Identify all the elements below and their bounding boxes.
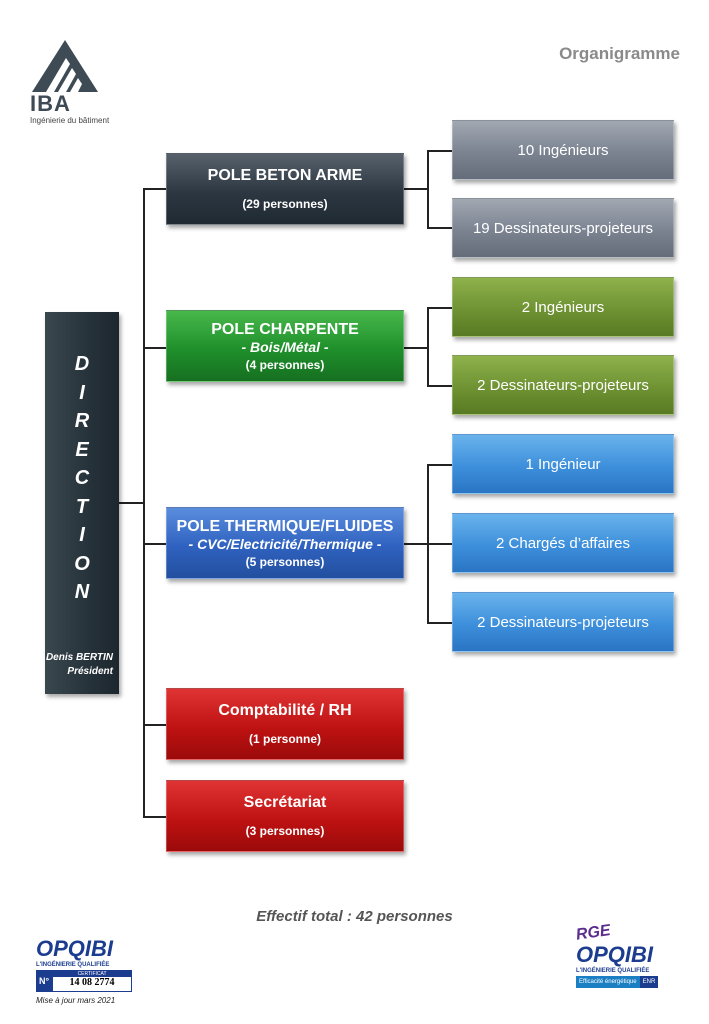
team-box: 10 Ingénieurs bbox=[452, 120, 674, 180]
director-role: Président bbox=[67, 666, 113, 677]
rge-badge: Efficacité énergétique bbox=[576, 976, 640, 988]
total-headcount: Effectif total : 42 personnes bbox=[256, 908, 453, 925]
connector bbox=[404, 347, 428, 349]
connector bbox=[427, 307, 429, 386]
pole-count: (3 personnes) bbox=[245, 824, 325, 838]
connector bbox=[404, 188, 428, 190]
page-title: Organigramme bbox=[559, 44, 680, 63]
connector bbox=[427, 622, 452, 624]
team-label: 2 Chargés d’affaires bbox=[496, 534, 630, 552]
team-box: 1 Ingénieur bbox=[452, 434, 674, 494]
pole-title: Secrétariat bbox=[243, 794, 327, 811]
connector bbox=[427, 464, 452, 466]
team-label: 1 Ingénieur bbox=[525, 455, 601, 473]
direction-letter: T bbox=[75, 495, 89, 518]
connector bbox=[119, 502, 144, 504]
opqibi-tagline: L'INGÉNIERIE QUALIFIÉE bbox=[576, 968, 650, 974]
direction-box: D I R E C T I O N Denis BERTIN Président bbox=[45, 312, 119, 694]
direction-letter: C bbox=[74, 467, 90, 489]
connector bbox=[427, 543, 452, 545]
team-box: 2 Ingénieurs bbox=[452, 277, 674, 337]
pole-title: POLE BETON ARME bbox=[207, 167, 363, 184]
team-box: 19 Dessinateurs-projeteurs bbox=[452, 198, 674, 258]
direction-letter: I bbox=[79, 381, 85, 404]
connector bbox=[143, 188, 166, 190]
cert-label: CERTIFICAT bbox=[53, 971, 131, 977]
direction-letter: D bbox=[74, 353, 90, 375]
rge-badge-enr: ENR bbox=[639, 976, 659, 988]
pole-count: (5 personnes) bbox=[245, 554, 325, 569]
pole-title: POLE CHARPENTE bbox=[211, 320, 359, 338]
team-label: 2 Ingénieurs bbox=[521, 298, 605, 316]
cert-number-label: N° bbox=[36, 970, 53, 992]
update-date: Mise à jour mars 2021 bbox=[36, 996, 116, 1005]
opqibi-tagline: L'INGÉNIERIE QUALIFIÉE bbox=[36, 962, 110, 968]
team-box: 2 Chargés d’affaires bbox=[452, 513, 674, 573]
logo-tagline: Ingénierie du bâtiment bbox=[30, 116, 110, 125]
direction-letter: O bbox=[74, 552, 90, 575]
connector bbox=[427, 227, 452, 229]
opqibi-brand: OPQIBI bbox=[576, 942, 654, 967]
iba-logo-icon bbox=[32, 40, 98, 92]
pole-secretariat: Secrétariat (3 personnes) bbox=[166, 780, 404, 852]
cert-number: 14 08 2774 bbox=[69, 977, 115, 988]
connector bbox=[143, 188, 145, 818]
direction-letter: N bbox=[74, 581, 90, 603]
pole-thermique-fluides: POLE THERMIQUE/FLUIDES - CVC/Electricité… bbox=[166, 507, 404, 579]
pole-count: (1 personne) bbox=[248, 732, 321, 746]
connector bbox=[143, 816, 166, 818]
connector bbox=[427, 150, 452, 152]
connector bbox=[404, 543, 428, 545]
team-label: 2 Dessinateurs-projeteurs bbox=[477, 376, 649, 394]
team-label: 2 Dessinateurs-projeteurs bbox=[477, 613, 649, 631]
opqibi-certificate-logo: OPQIBI L'INGÉNIERIE QUALIFIÉE N° CERTIFI… bbox=[36, 936, 132, 992]
connector bbox=[427, 150, 429, 228]
pole-subtitle: - Bois/Métal - bbox=[241, 338, 329, 355]
team-box: 2 Dessinateurs-projeteurs bbox=[452, 355, 674, 415]
team-label: 19 Dessinateurs-projeteurs bbox=[472, 219, 654, 237]
pole-subtitle: - CVC/Electricité/Thermique - bbox=[188, 535, 382, 552]
rge-opqibi-logo: RGE OPQIBI L'INGÉNIERIE QUALIFIÉE Effica… bbox=[575, 922, 676, 988]
connector bbox=[427, 307, 452, 309]
logo-name: IBA bbox=[30, 91, 71, 116]
pole-title: POLE THERMIQUE/FLUIDES bbox=[176, 517, 394, 535]
team-label: 10 Ingénieurs bbox=[517, 141, 609, 159]
connector bbox=[143, 724, 166, 726]
connector bbox=[143, 347, 166, 349]
connector bbox=[143, 543, 166, 545]
director-name: Denis BERTIN bbox=[45, 652, 113, 663]
pole-comptabilite-rh: Comptabilité / RH (1 personne) bbox=[166, 688, 404, 760]
pole-beton-arme: POLE BETON ARME (29 personnes) bbox=[166, 153, 404, 225]
direction-label: D I R E C T I O N bbox=[45, 350, 119, 607]
pole-charpente: POLE CHARPENTE - Bois/Métal - (4 personn… bbox=[166, 310, 404, 382]
pole-title: Comptabilité / RH bbox=[218, 702, 352, 719]
opqibi-brand: OPQIBI bbox=[36, 936, 114, 961]
direction-letter: E bbox=[75, 438, 89, 461]
connector bbox=[427, 385, 452, 387]
pole-count: (29 personnes) bbox=[242, 197, 328, 211]
pole-count: (4 personnes) bbox=[245, 357, 325, 372]
team-box: 2 Dessinateurs-projeteurs bbox=[452, 592, 674, 652]
direction-letter: I bbox=[79, 524, 85, 546]
direction-letter: R bbox=[74, 410, 90, 432]
